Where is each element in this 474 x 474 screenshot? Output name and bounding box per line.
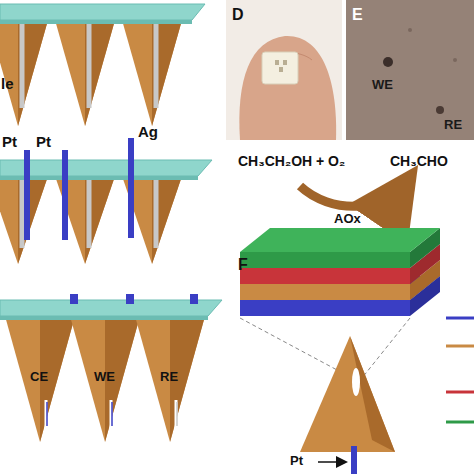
part-label: le bbox=[1, 76, 14, 93]
electrode-insertion bbox=[0, 138, 212, 264]
electrode-label: WE bbox=[372, 78, 393, 92]
reaction-scheme bbox=[240, 180, 474, 474]
needle-array bbox=[0, 4, 205, 126]
material-label: Pt bbox=[290, 454, 303, 468]
photo-finger bbox=[226, 0, 342, 140]
enzyme-label: AOx bbox=[334, 212, 361, 226]
electrode-label: RE bbox=[444, 118, 462, 132]
electrode-label: Pt bbox=[2, 134, 17, 151]
photo-skin bbox=[346, 0, 474, 140]
electrode-label: WE bbox=[94, 370, 115, 384]
electrode-label: RE bbox=[160, 370, 178, 384]
electrode-label: Ag bbox=[138, 124, 158, 141]
panel-letter: F bbox=[238, 256, 248, 274]
reaction-text: CH₃CH₂OH + O₂ bbox=[238, 154, 345, 169]
electrode-label: CE bbox=[30, 370, 48, 384]
panel-letter: D bbox=[232, 6, 244, 24]
electrode-label: Pt bbox=[36, 134, 51, 151]
panel-letter: E bbox=[352, 6, 363, 24]
reaction-text: CH₃CHO bbox=[390, 154, 448, 169]
assembled-sensor bbox=[0, 294, 222, 442]
